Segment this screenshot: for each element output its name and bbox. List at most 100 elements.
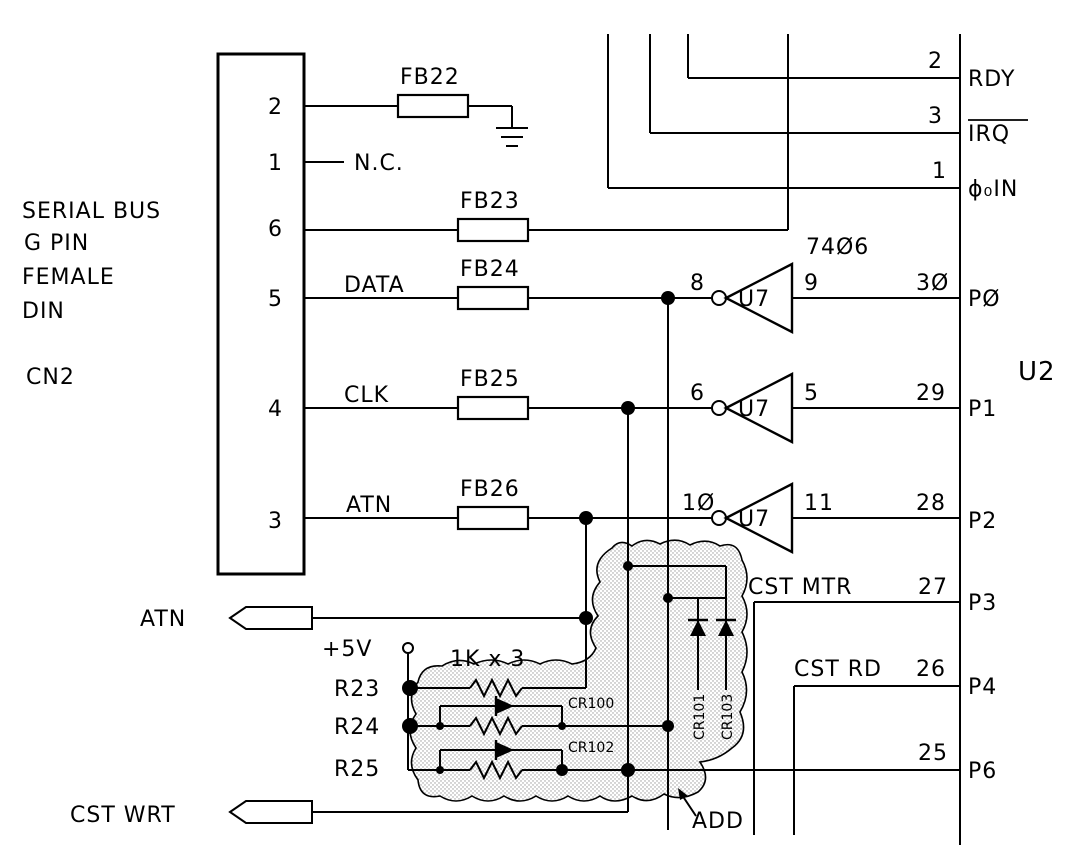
u2-pin-name-p1: P1	[968, 397, 997, 422]
inverter-b-out-pin: 5	[804, 381, 819, 406]
fb25-label: FB25	[460, 367, 520, 392]
resistor-r25-label: R25	[334, 757, 380, 782]
u2-control-lines	[607, 34, 960, 189]
junction-dot	[663, 593, 673, 603]
junction-dot	[556, 764, 568, 776]
diode-cr103-label: CR103	[720, 694, 736, 740]
fb22-label: FB22	[400, 65, 460, 90]
u2-pin-num-p3: 27	[918, 575, 948, 600]
connector-pins: 2 1 6 5 4 3	[268, 95, 283, 534]
connector-title-line-1: SERIAL BUS	[22, 199, 161, 224]
u2-pin-name-p2: P2	[968, 509, 997, 534]
offpage-cst-wrt: CST WRT	[70, 800, 629, 828]
diode-pair-cr101-cr103: CR101 CR103	[623, 561, 736, 740]
net-clk: CLK FB25 U7 6 5	[304, 367, 960, 808]
junction-dot	[579, 611, 593, 625]
ferrite-bead-fb24	[456, 285, 530, 311]
diode-icon	[690, 620, 706, 636]
connector-cn2-body	[216, 52, 306, 576]
ground-icon	[496, 127, 528, 147]
net-cst-rd: CST RD	[793, 657, 960, 835]
signal-data-label: DATA	[344, 273, 405, 298]
connector-title-line-4: DIN	[22, 299, 65, 324]
inverter-a-out-pin: 9	[804, 271, 819, 296]
connector-pin-3: 3	[268, 509, 283, 534]
nc-label: N.C.	[354, 151, 404, 176]
net-pin2-ground: FB22	[304, 65, 528, 147]
add-label: ADD	[692, 809, 744, 834]
cst-mtr-label: CST MTR	[748, 575, 852, 600]
ferrite-bead-fb25	[456, 395, 530, 421]
connector-pin-2: 2	[268, 95, 283, 120]
net-data: DATA FB24 U7 8 9	[304, 257, 960, 830]
inverter-a-in-pin: 8	[690, 271, 705, 296]
signal-clk-label: CLK	[344, 383, 389, 408]
diode-icon	[496, 698, 514, 714]
resistor-r24	[469, 715, 523, 737]
connector-ref: CN2	[26, 365, 75, 390]
net-cst-mtr: CST MTR	[748, 575, 960, 835]
diode-cr101-label: CR101	[692, 694, 708, 740]
connector-pin-1: 1	[268, 151, 283, 176]
u2-pin-num-p1: 29	[916, 381, 946, 406]
diode-icon	[496, 742, 514, 758]
junction-dot	[662, 720, 674, 732]
u2-pin-name-phi0: ϕ₀IN	[968, 177, 1018, 202]
add-region	[409, 539, 748, 802]
junction-dot	[621, 763, 635, 777]
net-atn: ATN FB26 U7 1Ø 11	[304, 477, 960, 674]
ferrite-bead-fb22	[396, 93, 470, 119]
inverter-a-ref: U7	[738, 287, 770, 312]
junction-dot	[436, 766, 444, 774]
connector-pin-4: 4	[268, 397, 283, 422]
offpage-atn: ATN	[140, 606, 593, 632]
resistor-r23	[469, 677, 523, 699]
add-annotation: ADD	[678, 788, 744, 834]
offpage-connector-icon	[228, 606, 313, 630]
offpage-atn-label: ATN	[140, 607, 186, 632]
inverter-c-out-pin: 11	[804, 491, 834, 516]
diode-cr100-label: CR100	[568, 696, 614, 712]
u2-pin-name-rdy: RDY	[968, 67, 1015, 92]
arrow-icon	[678, 788, 688, 800]
power-label: +5V	[322, 637, 372, 662]
u2-pin-num-p2: 28	[916, 491, 946, 516]
fb23-label: FB23	[460, 189, 520, 214]
inverter-c-ref: U7	[738, 507, 770, 532]
fb26-label: FB26	[460, 477, 520, 502]
inverter-b-ref: U7	[738, 397, 770, 422]
connector-title: SERIAL BUS G PIN FEMALE DIN CN2	[22, 199, 161, 390]
fb24-label: FB24	[460, 257, 520, 282]
ferrite-bead-fb26	[456, 505, 530, 531]
u2-pin-name-p3: P3	[968, 591, 997, 616]
net-pin6-clock: FB23	[304, 34, 789, 243]
u2-pin-num-phi0: 1	[932, 159, 947, 184]
diode-cr102-label: CR102	[568, 740, 614, 756]
ic-u2-pins: 2 RDY 3 IRQ 1 ϕ₀IN 3Ø PØ 29 P1 28 P2 27 …	[916, 49, 1056, 784]
resistor-r24-label: R24	[334, 715, 380, 740]
power-terminal-icon	[402, 642, 414, 654]
inverter-c-in-pin: 1Ø	[682, 491, 715, 516]
u2-pin-name-p4: P4	[968, 675, 997, 700]
u2-pin-name-irq: IRQ	[968, 122, 1010, 147]
resistor-network: +5V 1K x 3 R23 R24 R25 CR100	[322, 637, 960, 782]
inverter-part-number: 74Ø6	[806, 235, 869, 260]
resistor-r25	[469, 759, 523, 781]
cst-wrt-label: CST WRT	[70, 803, 176, 828]
junction-dot	[436, 722, 444, 730]
resistor-r23-label: R23	[334, 677, 380, 702]
net-pin1-nc: N.C.	[304, 151, 404, 176]
junction-dot	[623, 561, 633, 571]
connector-pin-5: 5	[268, 287, 283, 312]
ic-u2-ref: U2	[1018, 357, 1056, 387]
u2-pin-num-irq: 3	[928, 104, 943, 129]
u2-pin-name-p6: P6	[968, 759, 997, 784]
junction-dot	[558, 722, 566, 730]
diode-icon	[718, 620, 734, 636]
cst-rd-label: CST RD	[794, 657, 882, 682]
u2-pin-num-p6: 25	[918, 741, 948, 766]
ferrite-bead-fb23	[456, 217, 530, 243]
signal-atn-label: ATN	[346, 493, 392, 518]
offpage-connector-icon	[228, 800, 313, 824]
